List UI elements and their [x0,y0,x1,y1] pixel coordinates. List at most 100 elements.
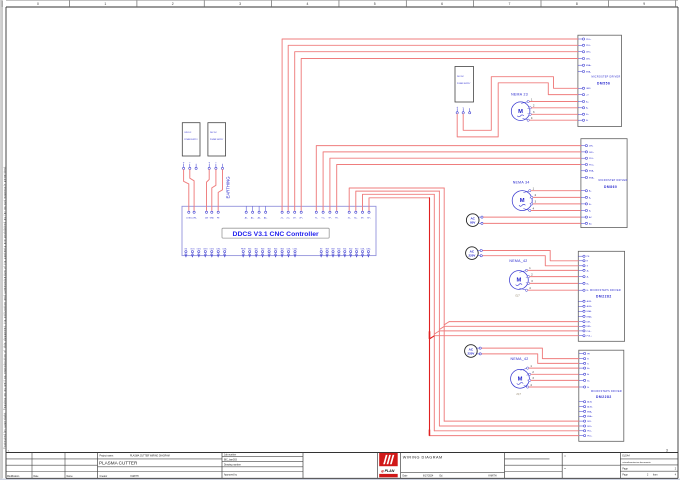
svg-text:COM+: COM+ [293,248,298,250]
svg-text:ENA-: ENA- [586,70,591,73]
svg-text:=: = [564,455,566,458]
svg-text:1: 1 [531,98,533,101]
svg-text:ENA+: ENA+ [587,415,593,418]
svg-text:220V: 220V [469,253,476,257]
svg-text:M: M [518,109,523,115]
svg-text:DIR-: DIR- [587,322,592,324]
svg-text:3: 3 [533,111,535,114]
svg-text:AC: AC [470,250,475,254]
svg-text:2: 2 [647,475,649,477]
svg-text:retroalimentacion documento: retroalimentacion documento [622,461,651,464]
svg-text:+: + [183,161,185,165]
svg-text:B-: B- [587,387,589,389]
svg-text:AC: AC [470,217,475,221]
svg-text:DM860: DM860 [604,185,617,189]
svg-text:ENA+: ENA+ [587,315,593,318]
svg-text:ALM+: ALM+ [587,406,593,409]
svg-text:XP+: XP+ [367,218,372,220]
svg-text:4: 4 [529,287,531,290]
svg-text:A+: A+ [587,269,590,272]
svg-text:220V: 220V [468,351,475,355]
svg-text:Protected by copyright. Passin: Protected by copyright. Passing on as we… [4,166,7,449]
svg-text:+: + [456,105,458,109]
svg-text:ALM-: ALM- [587,401,592,404]
svg-text:Name: Name [67,476,74,478]
svg-text:6: 6 [441,2,443,6]
svg-text:EARTHING: EARTHING [226,176,231,199]
svg-text:COM-: COM- [360,248,365,250]
svg-text:AC: AC [469,348,474,352]
svg-text:OUT1: OUT1 [190,248,194,250]
svg-text:WIRING DIAGRAM: WIRING DIAGRAM [403,455,443,459]
svg-text:4: 4 [533,207,535,210]
svg-text:2: 2 [531,273,533,276]
svg-text:PUL+: PUL+ [587,336,593,338]
svg-text:MICROSTEP DRIVER: MICROSTEP DRIVER [599,179,628,182]
svg-text:DIR+: DIR+ [587,426,593,428]
svg-text:2: 2 [532,371,534,374]
svg-text:IN05: IN05 [274,248,277,250]
svg-text:POWER SUPPLY: POWER SUPPLY [457,83,471,85]
svg-text:DIR-: DIR- [587,421,592,423]
svg-text:0: 0 [37,2,39,6]
svg-text:4: 4 [675,475,677,477]
svg-text:PLASMA CUTTER WIRING DIAGRAM: PLASMA CUTTER WIRING DIAGRAM [130,455,170,458]
svg-text:Drawing number: Drawing number [224,464,241,467]
svg-text:Z1-: Z1- [281,218,284,220]
svg-text:−: − [215,161,217,165]
svg-text:DIR-: DIR- [586,58,591,60]
svg-text:BIC_bae003: BIC_bae003 [224,459,237,461]
svg-text:R: R [587,359,589,361]
svg-text:IN09: IN09 [331,248,334,250]
svg-text:POWER SUPPLY: POWER SUPPLY [210,139,224,141]
svg-text:Page: Page [622,475,628,477]
svg-text:/3,7: /3,7 [515,293,520,297]
svg-text:A-: A- [586,107,588,110]
svg-text:PUL-: PUL- [587,431,592,433]
svg-text:DIR+: DIR+ [589,152,595,154]
svg-text:9: 9 [643,2,645,6]
svg-text:2: 2 [533,105,535,108]
svg-text:PUL+: PUL+ [586,39,592,41]
svg-text:3: 3 [531,280,533,283]
svg-text:Approved by: Approved by [224,474,238,477]
svg-text:A+: A+ [589,190,592,193]
svg-text:from: from [653,474,658,477]
svg-text:IN01: IN01 [248,248,251,250]
svg-text:1: 1 [529,267,531,270]
svg-text:Date: Date [403,475,409,478]
svg-text:COM-: COM- [286,248,291,250]
svg-text:NEMA 34: NEMA 34 [513,181,530,185]
svg-text:24V DC: 24V DC [210,132,218,134]
svg-text:Job number: Job number [224,454,236,457]
svg-text:M: M [516,278,521,284]
svg-text:ALM-: ALM- [587,300,592,303]
svg-text:1 : 1: 1 : 1 [5,451,10,453]
svg-text:OUT4: OUT4 [210,248,214,250]
svg-text:B-: B- [586,120,588,122]
svg-text:3: 3 [239,2,241,6]
svg-text:80V: 80V [470,220,475,224]
svg-text:1: 1 [533,188,535,191]
svg-text:4: 4 [306,2,308,6]
svg-text:ENA-: ENA- [587,410,592,413]
svg-text:ELDA4: ELDA4 [622,455,630,458]
svg-text:MICROSTEPS DRIVER: MICROSTEPS DRIVER [591,390,622,393]
svg-text:24V DC: 24V DC [184,132,192,134]
svg-text:ENA+: ENA+ [586,64,592,67]
svg-text:+V: +V [586,95,589,97]
svg-text:7: 7 [509,2,511,6]
svg-text:Project name:: Project name: [100,455,115,458]
svg-text:COM+: COM+ [222,248,227,250]
svg-text:B+: B+ [587,283,590,285]
svg-text:X1+: X1+ [354,218,358,220]
svg-text:IN02: IN02 [255,248,258,250]
svg-text:PUL-: PUL- [587,331,592,333]
svg-text:24V DC: 24V DC [457,76,465,78]
svg-text:4: 4 [530,384,532,387]
svg-text:IN11: IN11 [343,248,346,250]
svg-text:A4-: A4- [258,217,261,220]
svg-text:ENA-: ENA- [589,170,594,173]
svg-text:YAMITH: YAMITH [488,475,497,478]
svg-text:ENA-: ENA- [587,310,592,313]
